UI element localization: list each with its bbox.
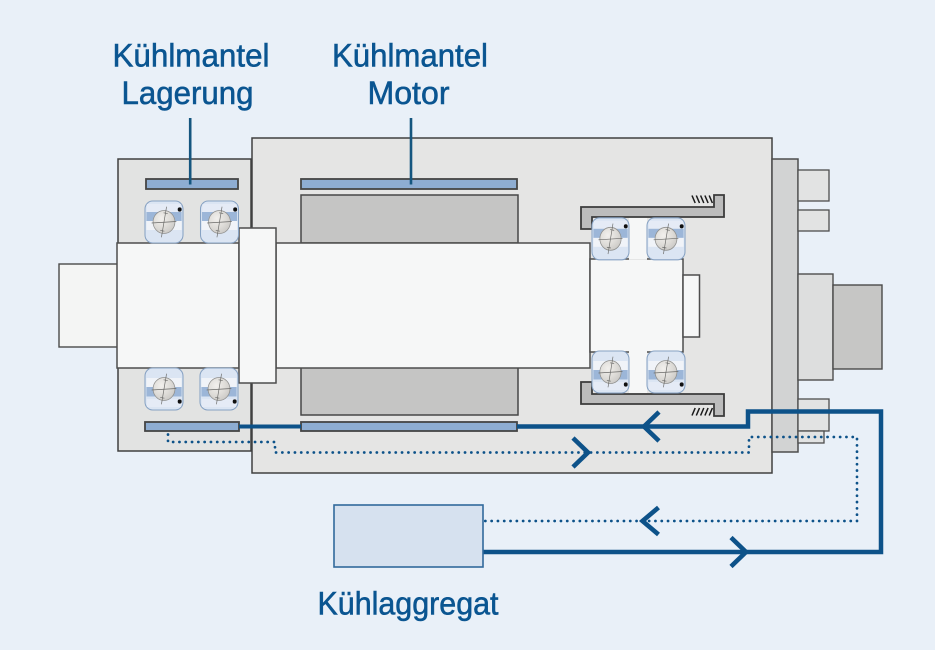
svg-text:Kühlmantel: Kühlmantel bbox=[113, 38, 270, 74]
svg-text:Kühlmantel: Kühlmantel bbox=[332, 38, 488, 74]
svg-text:Lagerung: Lagerung bbox=[122, 75, 254, 111]
svg-text:Kühlaggregat: Kühlaggregat bbox=[318, 586, 499, 622]
svg-text:Motor: Motor bbox=[368, 75, 450, 111]
